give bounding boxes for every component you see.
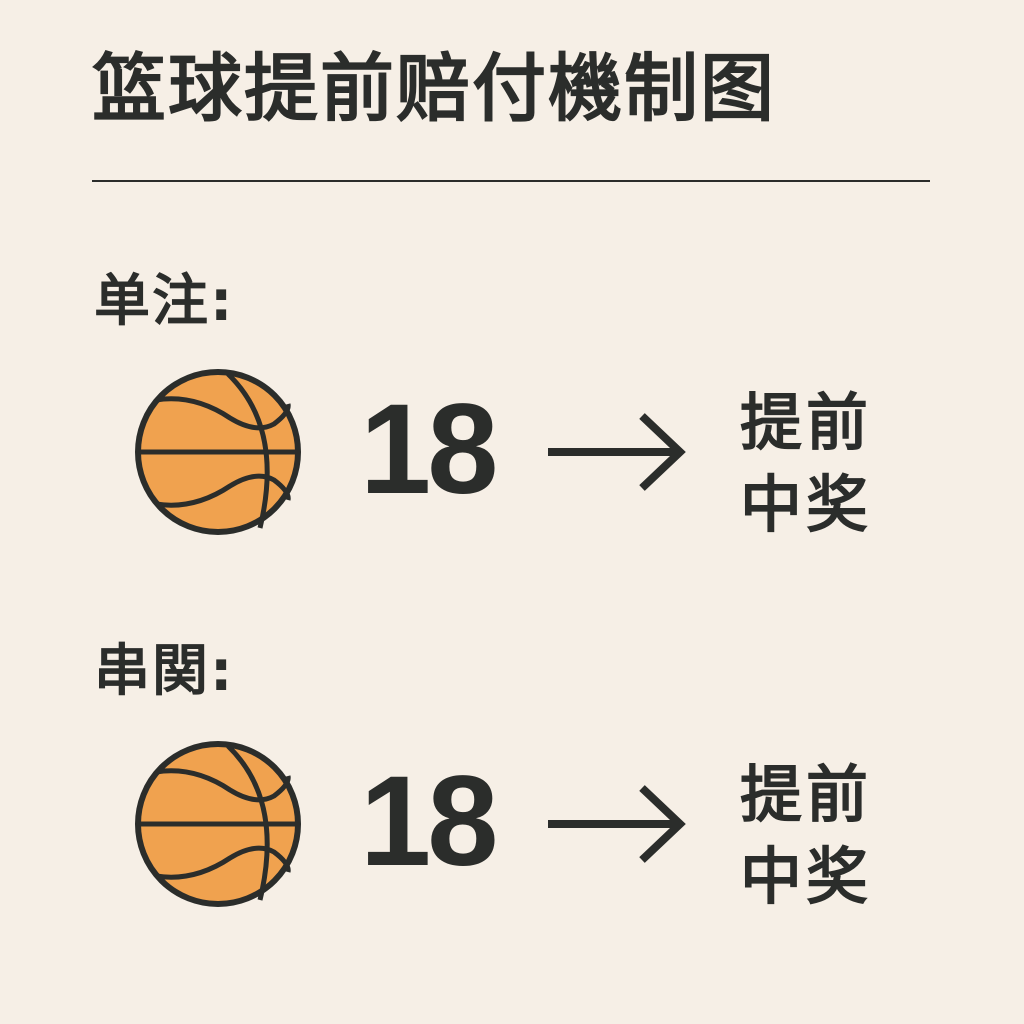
section-row-parlay: 18 提前 中奖 [0, 740, 1024, 920]
number-value: 18 [360, 750, 498, 893]
right-arrow-icon [548, 785, 686, 863]
basketball-icon [135, 369, 301, 535]
right-arrow-icon [548, 413, 686, 491]
section-label-parlay: 串関: [94, 639, 235, 704]
result-line-2: 中奖 [740, 468, 873, 541]
result-line-1: 提前 [740, 758, 873, 831]
result-line-1: 提前 [740, 386, 873, 459]
page-title: 篮球提前赔付機制图 [92, 46, 776, 132]
number-value: 18 [360, 378, 498, 521]
section-row-single: 18 提前 中奖 [0, 368, 1024, 548]
result-text: 提前 中奖 [740, 754, 872, 918]
result-line-2: 中奖 [740, 840, 873, 913]
result-text: 提前 中奖 [740, 382, 872, 546]
section-label-single: 单注: [94, 269, 235, 334]
title-divider [92, 180, 930, 182]
basketball-icon [135, 741, 301, 907]
